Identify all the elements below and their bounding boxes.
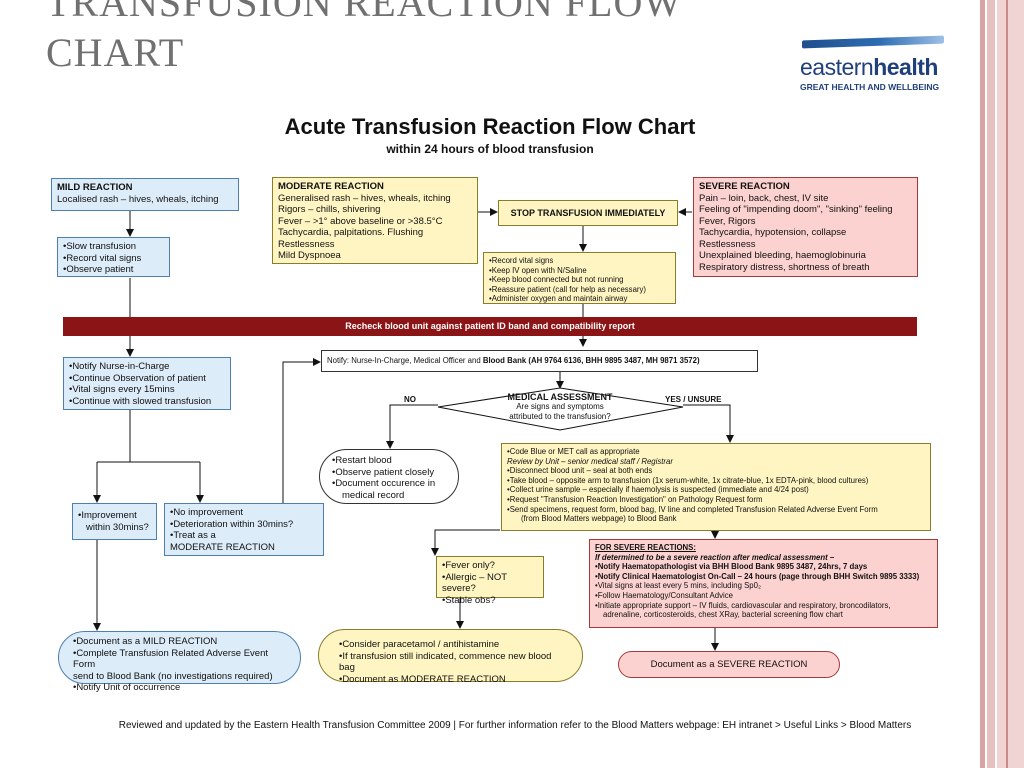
assessment-header: MEDICAL ASSESSMENT	[507, 392, 613, 402]
moderate-reaction-box: MODERATE REACTION Generalised rash – hiv…	[272, 177, 478, 264]
mild-reaction-text: Localised rash – hives, wheals, itching	[57, 193, 219, 205]
chart-title: Acute Transfusion Reaction Flow Chart	[284, 114, 696, 139]
mild-reaction-box: MILD REACTION Localised rash – hives, wh…	[51, 178, 239, 211]
stop-transfusion-box: STOP TRANSFUSION IMMEDIATELY	[498, 200, 678, 226]
slide-title: TRANSFUSION REACTION FLOW CHART	[46, 0, 786, 78]
no-label: NO	[404, 395, 416, 404]
assessment-diamond	[437, 387, 684, 431]
notify-box: Notify: Nurse-In-Charge, Medical Officer…	[321, 350, 758, 372]
notify-text: Notify: Nurse-In-Charge, Medical Officer…	[327, 356, 483, 365]
mild-reaction-header: MILD REACTION	[57, 182, 133, 193]
document-severe-box: Document as a SEVERE REACTION	[618, 651, 840, 678]
severe-reaction-header: SEVERE REACTION	[699, 181, 790, 192]
severe-followup-box: FOR SEVERE REACTIONS: If determined to b…	[589, 539, 938, 628]
notify-blood-bank: Blood Bank (AH 9764 6136, BHH 9895 3487,…	[482, 356, 700, 365]
improvement-box: •Improvement within 30mins?	[72, 503, 157, 540]
moderate-reaction-header: MODERATE REACTION	[278, 181, 384, 192]
right-stripe-1	[980, 0, 985, 768]
chart-subtitle: within 24 hours of blood transfusion	[386, 142, 594, 156]
no-improvement-box: •No improvement •Deterioration within 30…	[164, 503, 324, 556]
immediate-actions-box: •Record vital signs •Keep IV open with N…	[483, 252, 676, 304]
right-stripe-3	[997, 0, 1024, 768]
slide-title-line1: TRANSFUSION REACTION FLOW	[46, 0, 683, 25]
footer-note: Reviewed and updated by the Eastern Heal…	[118, 720, 912, 731]
right-stripe-2	[987, 0, 995, 768]
slide-title-line2: CHART	[46, 30, 185, 75]
logo-wordmark: easternhealth	[800, 54, 938, 80]
logo-tagline: GREAT HEALTH AND WELLBEING	[800, 82, 940, 92]
document-mild-box: •Document as a MILD REACTION •Complete T…	[58, 631, 301, 693]
code-blue-box: •Code Blue or MET call as appropriate Re…	[501, 443, 931, 531]
fever-only-box: •Fever only? •Allergic – NOT severe? •St…	[436, 556, 544, 606]
mild-followup-box: •Notify Nurse-in-Charge •Continue Observ…	[63, 357, 231, 410]
right-stripe-4	[1006, 0, 1008, 768]
restart-blood-box: •Restart blood •Observe patient closely …	[319, 449, 459, 504]
medical-assessment-text: MEDICAL ASSESSMENT Are signs and symptom…	[470, 392, 650, 422]
recheck-banner: Recheck blood unit against patient ID ba…	[63, 317, 917, 336]
mild-actions-box: •Slow transfusion •Record vital signs •O…	[57, 237, 170, 277]
yes-unsure-label: YES / UNSURE	[665, 395, 722, 404]
severe-reaction-box: SEVERE REACTION Pain – loin, back, chest…	[693, 177, 918, 277]
eastern-health-logo: easternhealth GREAT HEALTH AND WELLBEING	[800, 35, 950, 92]
document-moderate-box: •Consider paracetamol / antihistamine •I…	[318, 629, 583, 685]
